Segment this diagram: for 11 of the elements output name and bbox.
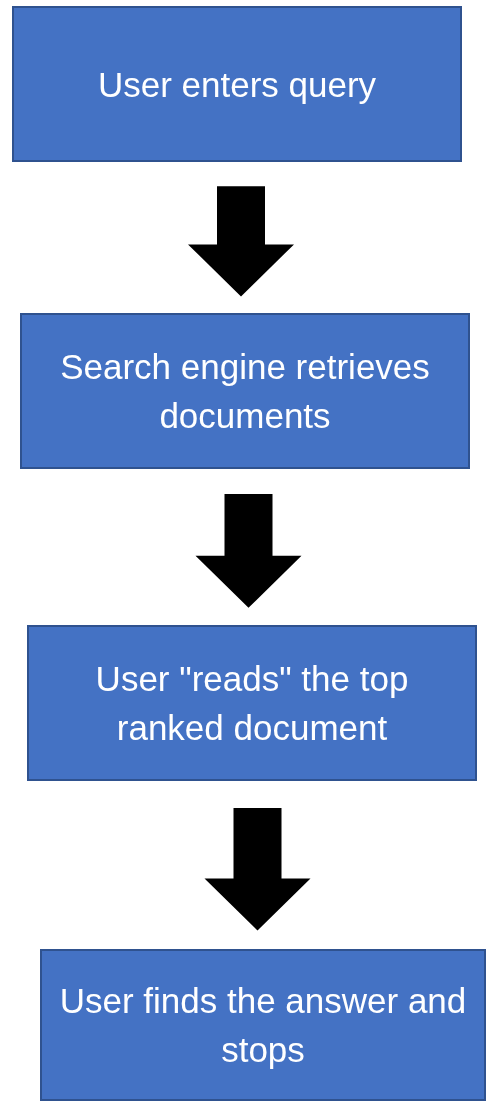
- block-arrow: [195, 493, 302, 608]
- box-label: Search engine retrieves documents: [59, 346, 431, 437]
- process-box: [12, 6, 462, 162]
- process-box: [20, 313, 470, 469]
- box-label: User finds the answer and stops: [58, 980, 468, 1071]
- process-box: [27, 625, 477, 781]
- block-arrow: [188, 186, 294, 297]
- process-box: [40, 949, 486, 1101]
- box-label: User "reads" the top ranked document: [94, 658, 410, 749]
- block-arrow: [204, 807, 311, 931]
- box-label: User enters query: [97, 63, 377, 106]
